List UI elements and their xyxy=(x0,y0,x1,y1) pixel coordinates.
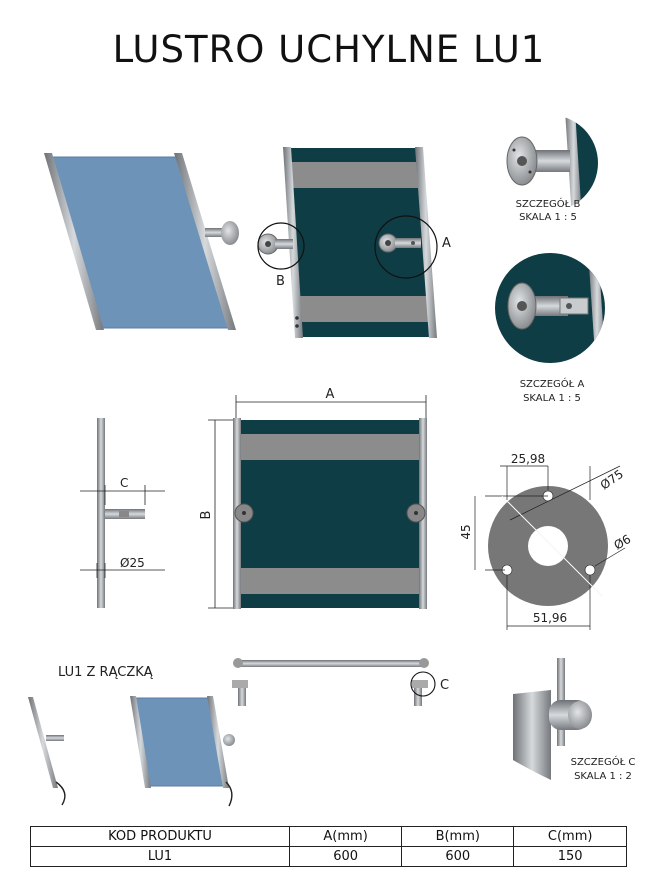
detail-c-name: SZCZEGÓŁ C xyxy=(571,755,636,768)
mirror-frame-right xyxy=(174,153,236,330)
table-row: LU1 600 600 150 xyxy=(29,846,627,867)
header-b: B(mm) xyxy=(401,826,515,847)
dim-spacing-top: 25,98 xyxy=(511,452,545,466)
detail-a-circle xyxy=(374,215,438,279)
side-view xyxy=(80,418,165,608)
wall-mount-disc xyxy=(221,221,239,245)
detail-b-scale: SKALA 1 : 5 xyxy=(519,212,577,223)
dim-pipe: Ø25 xyxy=(120,556,145,570)
detail-b-name: SZCZEGÓŁ B xyxy=(516,197,581,210)
dim-hole: Ø6 xyxy=(612,532,634,553)
dim-b: B xyxy=(199,511,214,520)
detail-c-scale: SKALA 1 : 2 xyxy=(574,771,632,782)
detail-c-view xyxy=(513,658,592,780)
cell-b: 600 xyxy=(401,846,515,867)
dim-a: A xyxy=(326,387,335,402)
cell-a: 600 xyxy=(289,846,403,867)
marker-c: C xyxy=(440,678,449,693)
header-c: C(mm) xyxy=(513,826,627,847)
table-header-row: KOD PRODUKTU A(mm) B(mm) C(mm) xyxy=(29,826,627,847)
dim-height-45: 45 xyxy=(459,524,473,539)
detail-a-scale: SKALA 1 : 5 xyxy=(523,393,581,404)
mounting-arm xyxy=(205,228,225,237)
mounting-plate xyxy=(474,465,626,630)
detail-c-circle xyxy=(410,671,436,697)
header-a: A(mm) xyxy=(289,826,403,847)
detail-a-name: SZCZEGÓŁ A xyxy=(520,377,585,390)
band-bottom xyxy=(296,296,430,322)
dim-diameter: Ø75 xyxy=(598,467,626,493)
dim-c: C xyxy=(120,476,128,490)
handle-side-view xyxy=(28,697,66,806)
back-view: B A xyxy=(257,147,451,338)
handle-front-view xyxy=(130,696,235,807)
marker-a: A xyxy=(442,236,451,251)
perspective-mirror-view xyxy=(44,153,239,330)
page-title: LUSTRO UCHYLNE LU1 xyxy=(112,28,546,71)
cell-c: 150 xyxy=(513,846,627,867)
back-frame-right xyxy=(415,147,437,338)
cell-code: LU1 xyxy=(29,846,291,867)
detail-b-view: SZCZEGÓŁ B SKALA 1 : 5 xyxy=(502,115,598,223)
product-table: KOD PRODUKTU A(mm) B(mm) C(mm) LU1 600 6… xyxy=(29,826,627,867)
detail-a-view: SZCZEGÓŁ A SKALA 1 : 5 xyxy=(495,253,605,404)
marker-b: B xyxy=(276,274,285,289)
mirror-frame-left xyxy=(44,153,104,330)
band-top xyxy=(289,162,422,188)
header-code: KOD PRODUKTU xyxy=(29,826,291,847)
variant-label: LU1 Z RĄCZKĄ xyxy=(58,665,154,680)
detail-b-circle xyxy=(257,222,305,270)
back-panel xyxy=(288,148,434,337)
dim-spacing-bottom: 51,96 xyxy=(533,611,567,625)
front-view xyxy=(208,395,427,609)
handle-top-view xyxy=(232,658,436,706)
